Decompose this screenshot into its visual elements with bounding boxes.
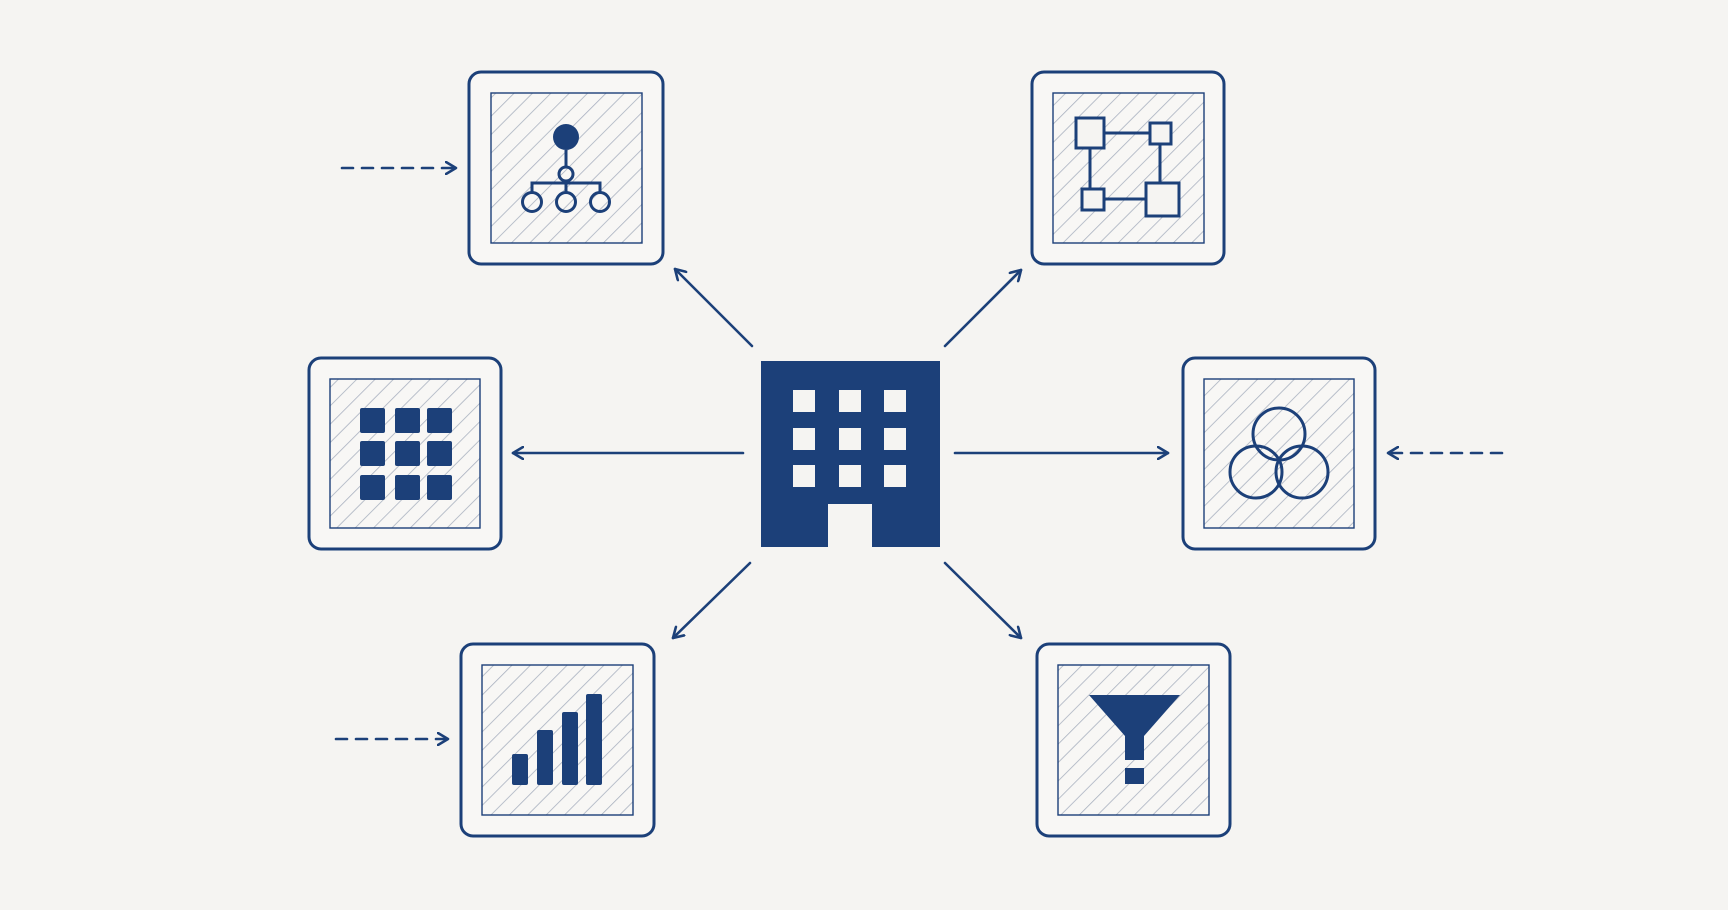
node-funnel: [1035, 642, 1232, 838]
office-building-icon: [761, 361, 940, 548]
node-hierarchy: [467, 70, 665, 266]
connected-squares-icon: [1074, 116, 1181, 218]
org-hierarchy-icon: [521, 124, 611, 213]
hub-building: [761, 361, 940, 548]
funnel-icon: [1089, 695, 1180, 784]
edge-hub-to-workflow: [943, 268, 1023, 348]
incoming-arrows: [334, 168, 1504, 739]
edge-hub-to-bar-chart: [671, 561, 752, 640]
hub-edges: [511, 267, 1170, 640]
edge-hub-to-hierarchy: [673, 267, 754, 348]
node-venn: [1181, 356, 1377, 551]
bar-chart-icon: [512, 694, 602, 785]
edge-hub-to-funnel: [943, 561, 1023, 640]
node-workflow: [1030, 70, 1226, 266]
venn-circles-icon: [1228, 406, 1330, 500]
grid-dots-icon: [360, 408, 452, 500]
node-grid: [307, 356, 503, 551]
node-bar-chart: [459, 642, 656, 838]
